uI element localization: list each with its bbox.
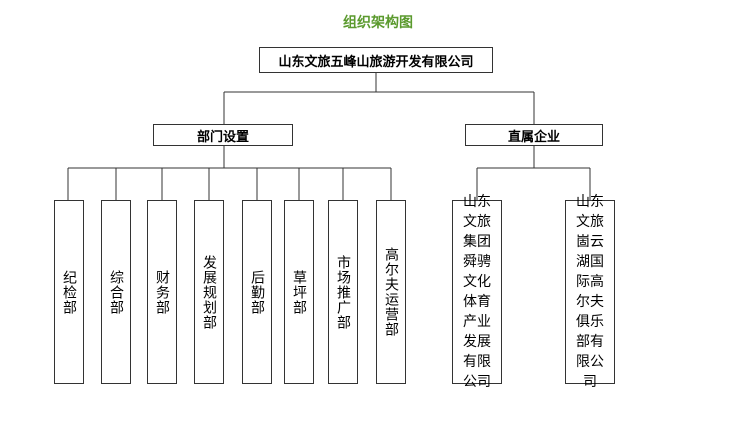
enterprise-box: 山东文旅崮云湖国际高尔夫俱乐部有限公司	[565, 194, 615, 390]
enterprise-box: 山东文旅集团舜骋文化体育产业发展有限公司	[452, 194, 502, 390]
dept-box: 财务部	[147, 200, 177, 384]
dept-box: 纪检部	[54, 200, 84, 384]
dept-label: 纪检部	[61, 269, 77, 315]
root-company-box: 山东文旅五峰山旅游开发有限公司	[259, 47, 493, 73]
dept-label: 草坪部	[291, 269, 307, 315]
enterprise-label: 山东文旅集团舜骋文化体育产业发展有限公司	[463, 194, 491, 390]
enterprise-group-label: 直属企业	[507, 129, 560, 145]
dept-box: 草坪部	[284, 200, 314, 384]
dept-box: 市场推广部	[328, 200, 358, 384]
dept-label: 综合部	[108, 269, 124, 315]
dept-label: 财务部	[154, 269, 170, 315]
dept-label: 发展规划部	[201, 254, 217, 330]
dept-label: 高尔夫运营部	[383, 247, 399, 337]
page-title: 组织架构图	[343, 15, 413, 31]
dept-box: 高尔夫运营部	[376, 200, 406, 384]
department-group-label: 部门设置	[196, 129, 249, 145]
dept-label: 后勤部	[249, 269, 265, 315]
dept-box: 发展规划部	[194, 200, 224, 384]
dept-box: 综合部	[101, 200, 131, 384]
enterprise-group-box: 直属企业	[465, 124, 603, 146]
dept-box: 后勤部	[242, 200, 272, 384]
root-company-label: 山东文旅五峰山旅游开发有限公司	[278, 54, 474, 70]
dept-label: 市场推广部	[335, 254, 351, 330]
enterprise-label: 山东文旅崮云湖国际高尔夫俱乐部有限公司	[576, 194, 604, 390]
department-group-box: 部门设置	[153, 124, 293, 146]
